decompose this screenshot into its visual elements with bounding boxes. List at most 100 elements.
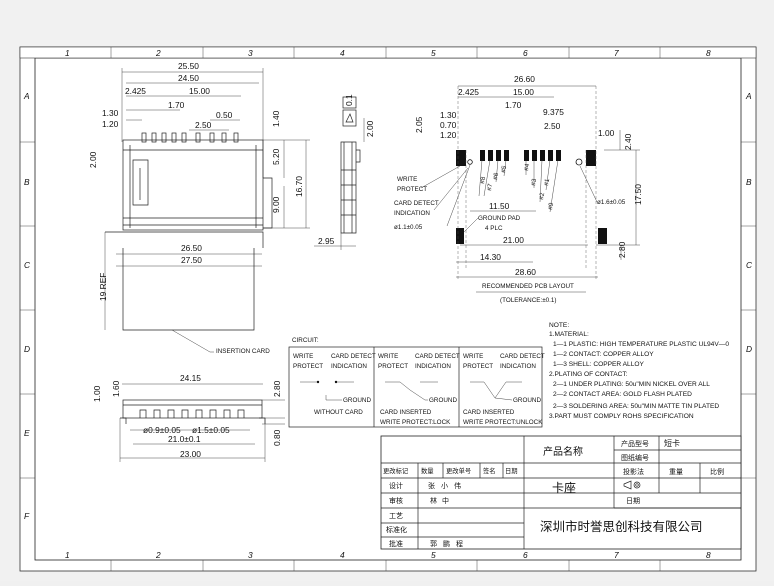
projection-icon xyxy=(623,480,641,490)
change-mark-header: 更改标记 xyxy=(383,466,409,475)
product-name-label: 产品名称 xyxy=(543,445,583,458)
zone-row-d: D xyxy=(24,344,30,354)
sign-header: 签名 xyxy=(483,466,496,475)
write-protect-label-1: WRITE xyxy=(397,176,417,183)
company-name: 深圳市时誉思创科技有限公司 xyxy=(540,519,703,534)
signal-pad xyxy=(556,150,561,161)
signal-pad xyxy=(480,150,485,161)
pcb-dim-1-70: 1.70 xyxy=(505,100,522,110)
front-contact xyxy=(139,409,147,418)
ground-pad-label-2: 4 PLC xyxy=(485,225,503,232)
dim-23-00: 23.00 xyxy=(180,449,201,459)
review-label: 审核 xyxy=(389,496,403,505)
circuit-title: CIRCUIT: xyxy=(292,337,319,344)
zone-col-8-bottom: 8 xyxy=(706,550,711,560)
product-type-value: 短卡 xyxy=(664,438,680,448)
product-type-label: 产品型号 xyxy=(621,439,649,448)
pcb-dim-2-50: 2.50 xyxy=(544,121,561,131)
side-view: 0.1 2.00 2.95 xyxy=(314,94,375,250)
c1-right-2: INDICATION xyxy=(331,363,367,370)
c3-caption-2: WRITE PROTECT:UNLOCK xyxy=(463,419,543,426)
dim-26-50: 26.50 xyxy=(181,243,202,253)
c3-ground: GROUND xyxy=(513,397,541,404)
dim-1-40: 1.40 xyxy=(271,110,281,127)
pcb-dim-17-50: 17.50 xyxy=(633,184,643,205)
pin-label-2: #2 xyxy=(538,192,546,201)
pcb-layout-title: RECOMMENDED PCB LAYOUT xyxy=(482,283,574,290)
approver-name: 郭鹏程 xyxy=(430,539,469,548)
pcb-layout: 26.60 2.425 15.00 1.30 1.70 0.70 9.375 2… xyxy=(394,74,643,304)
dim-24-50: 24.50 xyxy=(178,73,199,83)
pad-right-bottom xyxy=(598,228,607,244)
zone-col-6: 6 xyxy=(523,48,528,58)
dim-15-00: 15.00 xyxy=(189,86,210,96)
signal-pad xyxy=(548,150,553,161)
front-contact xyxy=(153,409,161,418)
front-contact xyxy=(209,409,217,418)
contact-pin xyxy=(171,132,177,143)
dim-2-80: 2.80 xyxy=(272,380,282,397)
c2-caption-1: CARD INSERTED xyxy=(380,409,432,416)
projection-label: 投影法 xyxy=(623,467,644,476)
zone-row-f: F xyxy=(24,511,30,521)
c1-left-1: WRITE xyxy=(293,353,313,360)
c1-left-2: PROTECT xyxy=(293,363,323,370)
note-line-1: 1.MATERIAL: xyxy=(549,331,589,338)
write-protect-label-2: PROTECT xyxy=(397,186,427,193)
title-block: 产品名称 产品型号 短卡 图纸编号 更改标记 数量 更改单号 签名 日期 投影法… xyxy=(380,435,742,550)
pcb-dim-9-375: 9.375 xyxy=(543,107,564,117)
quantity-header: 数量 xyxy=(421,466,434,475)
pcb-dim-15-00: 15.00 xyxy=(513,87,534,97)
zone-col-3: 3 xyxy=(248,48,253,58)
front-contact xyxy=(181,409,189,418)
pcb-tolerance: (TOLERANCE:±0.1) xyxy=(500,297,557,304)
dim-0-50: 0.50 xyxy=(216,110,233,120)
zone-col-6-bottom: 6 xyxy=(523,550,528,560)
hole-small xyxy=(467,159,473,165)
c1-ground: GROUND xyxy=(343,397,371,404)
dim-27-50: 27.50 xyxy=(181,255,202,265)
signal-pad xyxy=(532,150,537,161)
zone-col-5: 5 xyxy=(431,48,436,58)
hole-large xyxy=(575,158,583,166)
dim-21-0: 21.0±0.1 xyxy=(168,434,201,444)
zone-col-2: 2 xyxy=(155,48,161,58)
change-no-header: 更改单号 xyxy=(446,466,471,475)
dim-5-20: 5.20 xyxy=(271,148,281,165)
note-line-3: 1—2 CONTACT: COPPER ALLOY xyxy=(553,351,654,358)
zone-markers: 1 2 3 4 5 6 7 8 1 2 3 4 5 6 7 8 A B C D … xyxy=(23,48,753,560)
zone-row-c: C xyxy=(24,260,31,270)
dim-1-60: 1.60 xyxy=(111,380,121,397)
front-contact xyxy=(223,409,231,418)
design-label: 设计 xyxy=(389,481,403,490)
process-label: 工艺 xyxy=(389,512,403,520)
zone-col-7-bottom: 7 xyxy=(614,550,619,560)
zone-col-5-bottom: 5 xyxy=(431,550,436,560)
zone-col-4-bottom: 4 xyxy=(340,550,345,560)
c2-ground: GROUND xyxy=(429,397,457,404)
signal-pad xyxy=(524,150,529,161)
dim-1-20: 1.20 xyxy=(102,119,119,129)
front-contact xyxy=(237,409,245,418)
zone-row-b-right: B xyxy=(746,177,752,187)
card-detect-label-1: CARD DETECT xyxy=(394,200,439,207)
zone-row-c-right: C xyxy=(746,260,753,270)
signal-pad xyxy=(496,150,501,161)
contact-pin xyxy=(233,132,239,143)
dim-2-50: 2.50 xyxy=(195,120,212,130)
pcb-dim-1-30: 1.30 xyxy=(440,110,457,120)
zone-col-2-bottom: 2 xyxy=(155,550,161,560)
notes: NOTE: 1.MATERIAL: 1—1 PLASTIC: HIGH TEMP… xyxy=(549,322,729,420)
dim-16-70: 16.70 xyxy=(294,176,304,197)
zone-row-e: E xyxy=(24,428,30,438)
zone-row-a-right: A xyxy=(745,91,752,101)
contact-pin xyxy=(161,132,167,143)
pin-label-5: #5 xyxy=(500,165,508,174)
pcb-dim-0-70: 0.70 xyxy=(440,120,457,130)
insertion-card-label: INSERTION CARD xyxy=(216,348,270,355)
dim-1-70: 1.70 xyxy=(168,100,185,110)
note-line-6: 2—1 UNDER PLATING: 50u"MIN NICKEL OVER A… xyxy=(553,381,710,388)
dim-hole-1-5: ø1.5±0.05 xyxy=(192,425,230,435)
